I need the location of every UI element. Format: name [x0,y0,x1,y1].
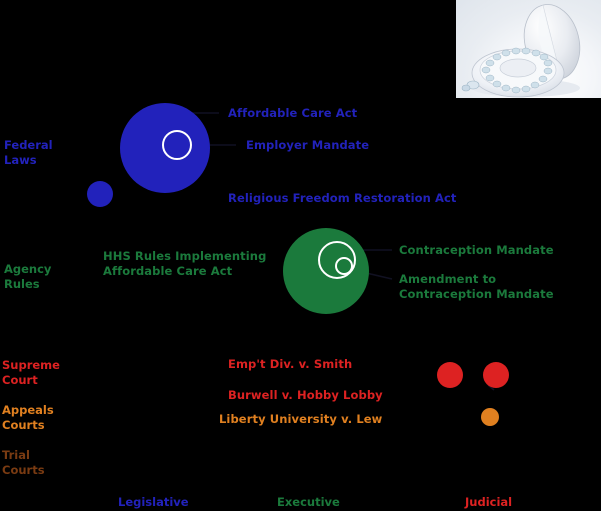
row-label-line1: Appeals [2,403,54,417]
annotation-affordable-care-act: Affordable Care Act [228,106,358,120]
bubble-liberty-university-v-lew[interactable] [481,408,499,426]
birth-control-pill-pack-photo [456,0,601,98]
annotation-burwell-v-hobby-lobby: Burwell v. Hobby Lobby [228,388,383,402]
annotation-contraception-mandate: Contraception Mandate [399,243,554,257]
bubble-contraception-mandate[interactable] [283,228,369,314]
annotation-liberty-university-v-lew: Liberty University v. Lew [219,412,383,426]
bubble-affordable-care-act-inner-ring [162,130,192,160]
row-label-line1: Agency [4,262,52,276]
row-label-line2: Court [2,373,38,387]
row-label-line2: Courts [2,418,45,432]
bubble-burwell-v-hobby-lobby[interactable] [483,362,509,388]
row-label-line1: Federal [4,138,53,152]
annotation-religious-freedom-restoration-act: Religious Freedom Restoration Act [228,191,457,205]
row-label-line2: Rules [4,277,40,291]
row-label-line2: Courts [2,463,45,477]
row-label-line2: Laws [4,153,37,167]
pill-pack-illustration [461,4,581,98]
annotation-hhs-rules-implementing-aca: HHS Rules Implementing Affordable Care A… [103,249,267,278]
column-label-legislative: Legislative [118,495,189,509]
bubble-contraception-mandate-inner-ring [318,241,356,279]
annotation-amendment-to-contraception-mandate: Amendment to Contraception Mandate [399,272,554,301]
bubble-religious-freedom[interactable] [87,181,113,207]
annotation-empt-div-v-smith: Emp't Div. v. Smith [228,357,353,371]
annotation-employer-mandate: Employer Mandate [246,138,370,152]
column-label-executive: Executive [277,495,340,509]
column-label-judicial: Judicial [465,495,513,509]
bubble-empt-div-v-smith[interactable] [437,362,463,388]
row-label-line1: Trial [2,448,30,462]
row-label-line1: Supreme [2,358,60,372]
bubble-contraception-mandate-inner-ring-2 [335,257,353,275]
bubble-affordable-care-act[interactable] [120,103,210,193]
